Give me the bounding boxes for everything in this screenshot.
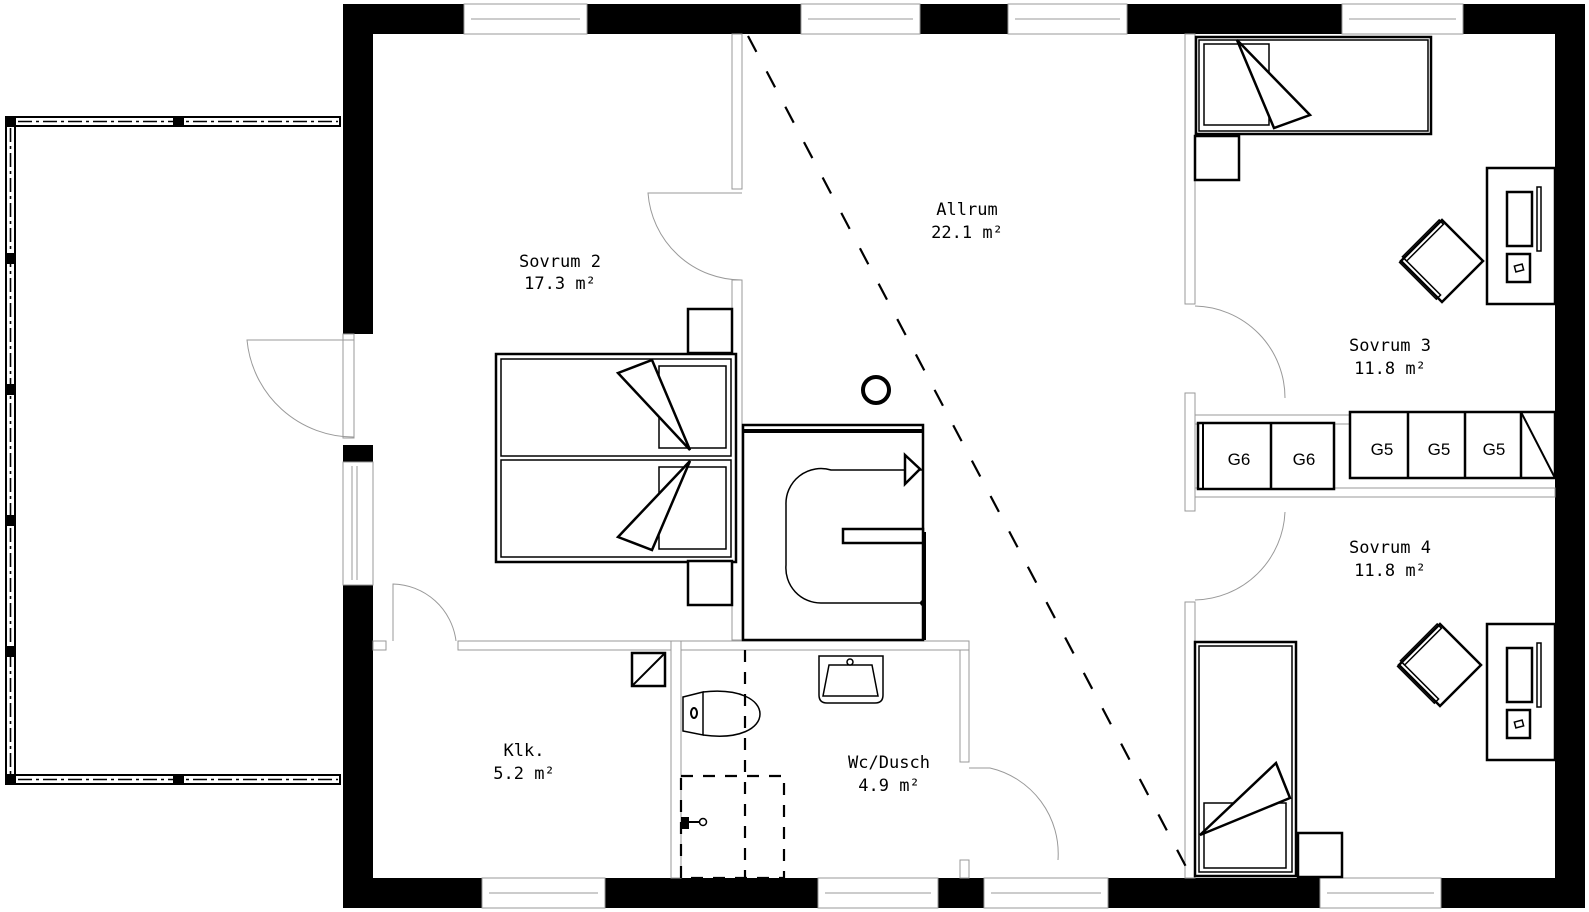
staircase bbox=[741, 423, 926, 642]
desk-sovrum3 bbox=[1485, 166, 1557, 306]
room-label-wcdusch: Wc/Dusch 4.9 m² bbox=[848, 753, 930, 796]
svg-text:11.8 m²: 11.8 m² bbox=[1354, 561, 1426, 581]
exterior-walls bbox=[246, 3, 1585, 909]
double-bed bbox=[494, 352, 738, 564]
single-bed-sovrum3 bbox=[1194, 35, 1433, 136]
window-bottom-4 bbox=[1319, 877, 1442, 909]
nightstand bbox=[1296, 831, 1344, 879]
svg-text:Allrum: Allrum bbox=[936, 200, 997, 220]
window-top-2 bbox=[800, 3, 921, 35]
nightstand bbox=[686, 559, 734, 607]
module-label: G5 bbox=[1483, 440, 1506, 459]
svg-text:4.9 m²: 4.9 m² bbox=[858, 776, 919, 796]
pergola-deck bbox=[5, 116, 341, 785]
storage-modules-g5 bbox=[1348, 410, 1557, 480]
room-label-allrum: Allrum 22.1 m² bbox=[931, 200, 1003, 243]
svg-text:Sovrum 4: Sovrum 4 bbox=[1349, 538, 1431, 558]
room-label-sovrum2: Sovrum 2 17.3 m² bbox=[519, 252, 601, 294]
window-top-4 bbox=[1341, 3, 1464, 35]
svg-text:Sovrum 3: Sovrum 3 bbox=[1349, 336, 1431, 356]
room-label-klk: Klk. 5.2 m² bbox=[493, 741, 554, 784]
svg-text:5.2 m²: 5.2 m² bbox=[493, 764, 554, 784]
window-bottom-3 bbox=[983, 877, 1109, 909]
toilet bbox=[682, 690, 761, 737]
svg-text:17.3 m²: 17.3 m² bbox=[524, 274, 596, 294]
column-marker bbox=[861, 375, 891, 405]
window-bottom-2 bbox=[817, 877, 939, 909]
svg-text:Wc/Dusch: Wc/Dusch bbox=[848, 753, 930, 773]
entrance-door bbox=[246, 333, 355, 439]
storage-modules-g6 bbox=[1196, 421, 1336, 491]
room-label-sovrum3: Sovrum 3 11.8 m² bbox=[1349, 336, 1431, 379]
nightstand bbox=[686, 307, 734, 355]
module-label: G5 bbox=[1371, 440, 1394, 459]
closet-unit bbox=[630, 651, 667, 688]
window-bottom-1 bbox=[481, 877, 606, 909]
sink bbox=[818, 655, 884, 704]
window-left bbox=[342, 461, 374, 586]
window-top-3 bbox=[1007, 3, 1128, 35]
module-label: G6 bbox=[1293, 450, 1316, 469]
desk-chair-sovrum4 bbox=[1396, 622, 1483, 708]
single-bed-sovrum4 bbox=[1193, 640, 1298, 878]
module-label: G5 bbox=[1428, 440, 1451, 459]
svg-text:Klk.: Klk. bbox=[504, 741, 545, 761]
svg-text:22.1 m²: 22.1 m² bbox=[931, 223, 1003, 243]
svg-text:11.8 m²: 11.8 m² bbox=[1354, 359, 1426, 379]
shower-area bbox=[679, 774, 786, 880]
nightstand bbox=[1193, 134, 1241, 182]
desk-chair-sovrum3 bbox=[1398, 218, 1485, 304]
module-label: G6 bbox=[1228, 450, 1251, 469]
desk-sovrum4 bbox=[1485, 622, 1557, 762]
svg-text:Sovrum 2: Sovrum 2 bbox=[519, 252, 601, 272]
window-top-1 bbox=[463, 3, 588, 35]
room-label-sovrum4: Sovrum 4 11.8 m² bbox=[1349, 538, 1431, 581]
